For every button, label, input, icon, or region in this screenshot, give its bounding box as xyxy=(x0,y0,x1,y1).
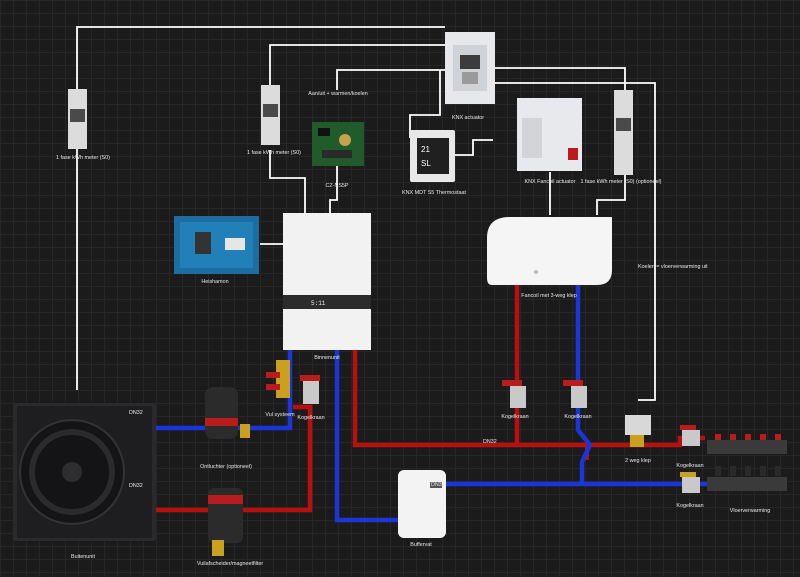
buitenunit-device xyxy=(13,403,156,541)
heishamon-label: Heishamon xyxy=(201,279,229,285)
thermostat-mode-text: SL xyxy=(421,159,431,168)
tweeweg-label: 2 weg klep xyxy=(625,458,651,464)
ontluchter-device xyxy=(205,387,250,439)
kwh-left-label: 1 fase kWh meter (S0) xyxy=(56,155,110,161)
kogelkraan-binnenunit xyxy=(300,375,320,404)
cz-ns5p-device xyxy=(312,122,364,166)
binnenunit-label: Binnenunit xyxy=(314,355,340,361)
knx-actuator-label: KNX actuator xyxy=(451,115,485,121)
kogelkraan-fancoil-left xyxy=(502,380,526,408)
ontluchter-label: Ontluchter (optioneel) xyxy=(200,464,252,470)
heishamon-device xyxy=(174,216,259,274)
pipe-return-buffer xyxy=(334,350,400,523)
thermostat-temp-text: 21 xyxy=(421,145,430,154)
binnenunit-device xyxy=(283,213,371,350)
kogelkraan-fancoil-right-label: Kogelkraan xyxy=(564,414,592,420)
kogelkraan-floor-top-label: Kogelkraan xyxy=(676,463,704,469)
kwh-right-label: 1 fase kWh meter (S0) (optioneel) xyxy=(580,179,662,185)
buffervat-label: Buffervat xyxy=(410,542,432,548)
thermostaat-device xyxy=(410,130,455,182)
cz-nssp-label: CZ-NS5P xyxy=(325,183,349,189)
kwh-mid-label: 1 fase kWh meter (S0) xyxy=(247,150,301,156)
thermostaat-label: KNX MDT S5 Thermostaat xyxy=(402,190,466,196)
kogelkraan-floor-top xyxy=(680,425,700,446)
buitenunit-label: Buitenunit xyxy=(71,554,95,560)
fancoil-actuator-label: KNX Fancoil actuator xyxy=(524,179,576,185)
pipes xyxy=(155,285,708,523)
kogelkraan-fancoil-left-label: Kogelkraan xyxy=(501,414,529,420)
binnenunit-display-text: 5:11 xyxy=(311,300,326,307)
kwh-meter-mid xyxy=(261,85,280,145)
vul-systeem-label: Vul systeem xyxy=(265,412,295,418)
kogelkraan-fancoil-right xyxy=(563,380,587,408)
kwh-meter-right xyxy=(614,90,633,175)
kwh-meter-left xyxy=(68,89,87,149)
vloerverwarming-label: Vloerverwarming xyxy=(729,508,771,514)
vuilafscheider-label: Vuilafscheider/magneetfilter xyxy=(196,561,264,567)
vuilafscheider-device xyxy=(208,488,243,556)
knx-actuator-device xyxy=(445,32,495,104)
vloerverwarming-manifold xyxy=(707,434,787,491)
kogelkraan-floor-bottom xyxy=(680,472,700,493)
pipe-supply-main xyxy=(352,350,587,448)
fancoil-device xyxy=(487,217,612,285)
dn32-top-label: DN32 xyxy=(129,410,143,416)
aan-uit-label: Aan/uit + warmen/koelen xyxy=(308,91,368,97)
fancoil-actuator-device xyxy=(517,98,582,171)
kogelkraan-floor-bottom-label: Kogelkraan xyxy=(676,503,704,509)
koelen-label: Koelen = vloerverwarming uit xyxy=(638,264,708,270)
fancoil-label: Fancoil met 3-weg klep xyxy=(521,293,577,299)
signal-wires xyxy=(76,26,656,401)
dn32-buffer-label: DN32 xyxy=(431,482,445,488)
dn32-left-label: DN32 xyxy=(129,483,143,489)
vul-systeem-valve xyxy=(266,360,290,398)
dn32-mid-label: DN32 xyxy=(483,439,497,445)
kogelkraan-binnenunit-label: Kogelkraan xyxy=(297,415,325,421)
buffervat-device xyxy=(398,470,446,538)
tweeweg-klep-device xyxy=(625,415,651,447)
